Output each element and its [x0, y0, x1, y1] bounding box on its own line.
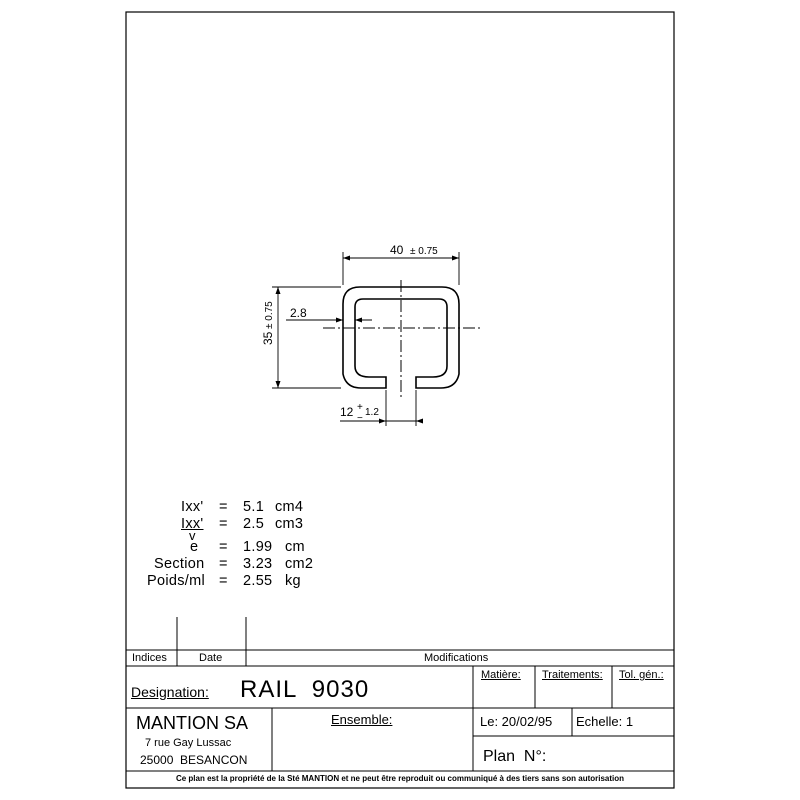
traitements-label: Traitements: — [542, 669, 603, 681]
prop-section-value: 3.23 — [243, 556, 273, 572]
prop-ixx-unit: cm4 — [275, 499, 304, 515]
echelle: Echelle: 1 — [576, 714, 634, 729]
width-tolerance: ± 0.75 — [410, 246, 438, 257]
designation-label: Designation: — [131, 684, 209, 700]
gap-tolerance-value: 1.2 — [365, 407, 379, 418]
gap-tolerance-minus: − — [357, 413, 363, 424]
prop-poids-unit: kg — [285, 573, 301, 589]
prop-section-unit: cm2 — [285, 556, 314, 572]
gap-dimension — [340, 390, 423, 426]
modifications-header: Modifications — [424, 652, 489, 664]
prop-section-label: Section — [154, 556, 205, 572]
gap-value: 12 — [340, 405, 354, 419]
sheet-border — [125, 11, 675, 789]
company-address-city: 25000 BESANCON — [140, 753, 248, 767]
prop-ixxv-eq: = — [219, 516, 228, 532]
title-block-grid — [126, 649, 674, 772]
company-name: MANTION SA — [136, 713, 249, 733]
designation-value: RAIL 9030 — [240, 676, 370, 703]
prop-poids-label: Poids/ml — [147, 573, 205, 589]
tol-gen-label: Tol. gén.: — [619, 669, 664, 681]
width-value: 40 — [390, 243, 404, 257]
matiere-label: Matière: — [481, 669, 521, 681]
prop-ixxv-label: Ixx' — [181, 516, 204, 532]
ensemble-label: Ensemble: — [331, 712, 393, 727]
indices-header: Indices — [132, 652, 167, 664]
prop-e-unit: cm — [285, 539, 305, 555]
prop-ixxv-unit: cm3 — [275, 516, 304, 532]
prop-poids-value: 2.55 — [243, 573, 273, 589]
date-header: Date — [199, 652, 223, 664]
height-label: 35 ± 0.75 — [261, 301, 275, 345]
company-address-street: 7 rue Gay Lussac — [145, 737, 232, 749]
prop-v-label: v — [189, 528, 196, 543]
footer-notice: Ce plan est la propriété de la Sté MANTI… — [175, 775, 625, 783]
thickness-dimension — [286, 317, 372, 323]
plan-number-label: Plan N°: — [483, 748, 547, 765]
prop-ixx-eq: = — [219, 499, 228, 515]
height-tolerance: ± 0.75 — [264, 301, 275, 329]
prop-ixxv-value: 2.5 — [243, 516, 265, 532]
prop-ixx-value: 5.1 — [243, 499, 265, 515]
date-le: Le: 20/02/95 — [480, 714, 553, 729]
thickness-value: 2.8 — [290, 306, 307, 320]
prop-e-value: 1.99 — [243, 539, 273, 555]
prop-e-label: e — [190, 539, 199, 555]
prop-poids-eq: = — [219, 573, 228, 589]
width-dimension — [342, 252, 460, 285]
prop-section-eq: = — [219, 556, 228, 572]
height-value: 35 — [261, 331, 275, 345]
gap-tolerance-plus: + — [357, 402, 363, 413]
prop-e-eq: = — [219, 539, 228, 555]
prop-ixx-label: Ixx' — [181, 499, 204, 515]
height-dimension — [272, 286, 341, 389]
rail-profile-outer — [342, 286, 460, 389]
